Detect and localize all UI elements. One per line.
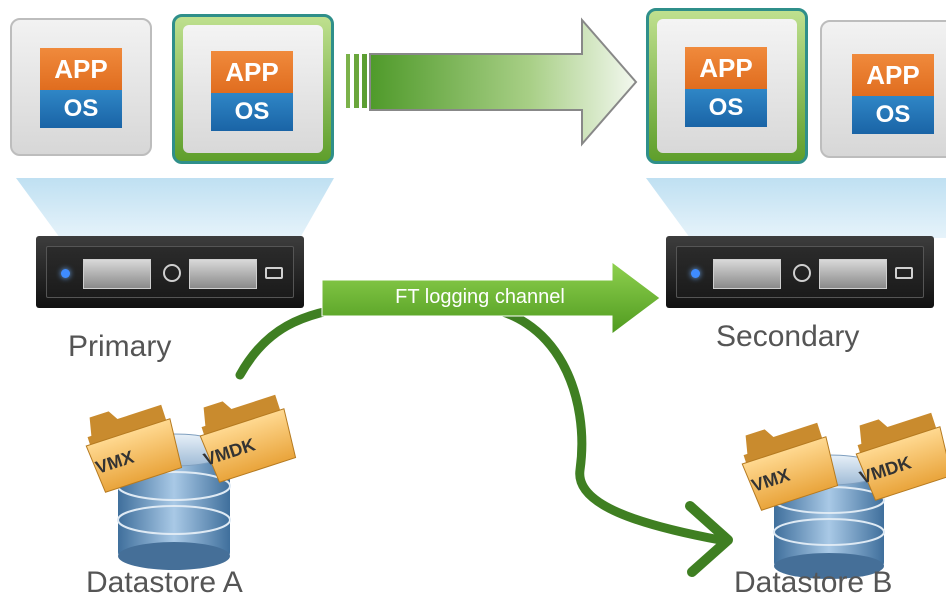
app-layer: APP (852, 54, 934, 96)
power-led (61, 269, 70, 278)
usb-slot (265, 267, 283, 279)
secondary-beam (646, 178, 946, 238)
app-layer: APP (40, 48, 122, 90)
power-button (163, 264, 181, 282)
folder-icon (199, 394, 297, 483)
drive-bay (83, 259, 151, 289)
vm-tile-4: APP OS (820, 20, 946, 158)
vm-tile-1: APP OS (10, 18, 152, 156)
folder-icon (855, 412, 946, 501)
datastore-b-arrowhead (685, 501, 733, 577)
ft-logging-channel-label: FT logging channel (395, 286, 565, 308)
ft-channel-arrow (321, 261, 661, 335)
drive-bay (713, 259, 781, 289)
app-os-stack: APP OS (40, 48, 122, 128)
vm-tile-secondary-ft: APP OS (646, 8, 808, 164)
datastore-b-label: Datastore B (734, 566, 893, 599)
primary-host-label: Primary (68, 330, 172, 363)
datastore-a-label: Datastore A (86, 566, 243, 599)
replication-arrow (346, 17, 638, 147)
app-os-stack: APP OS (211, 51, 293, 131)
os-layer: OS (852, 96, 934, 134)
app-layer: APP (685, 47, 767, 89)
app-layer: APP (211, 51, 293, 93)
os-layer: OS (685, 89, 767, 127)
primary-server (36, 236, 304, 308)
usb-slot (895, 267, 913, 279)
folder-icon (85, 404, 183, 493)
drive-bay (189, 259, 257, 289)
vm-tile-primary-ft: APP OS (172, 14, 334, 164)
folder-icon (741, 422, 839, 511)
os-layer: OS (40, 90, 122, 128)
drive-bay (819, 259, 887, 289)
primary-beam (16, 178, 334, 238)
secondary-server (666, 236, 934, 308)
secondary-host-label: Secondary (716, 320, 860, 353)
secondary-datastore-link (465, 301, 725, 545)
power-led (691, 269, 700, 278)
power-button (793, 264, 811, 282)
os-layer: OS (211, 93, 293, 131)
app-os-stack: APP OS (685, 47, 767, 127)
app-os-stack: APP OS (852, 54, 934, 134)
